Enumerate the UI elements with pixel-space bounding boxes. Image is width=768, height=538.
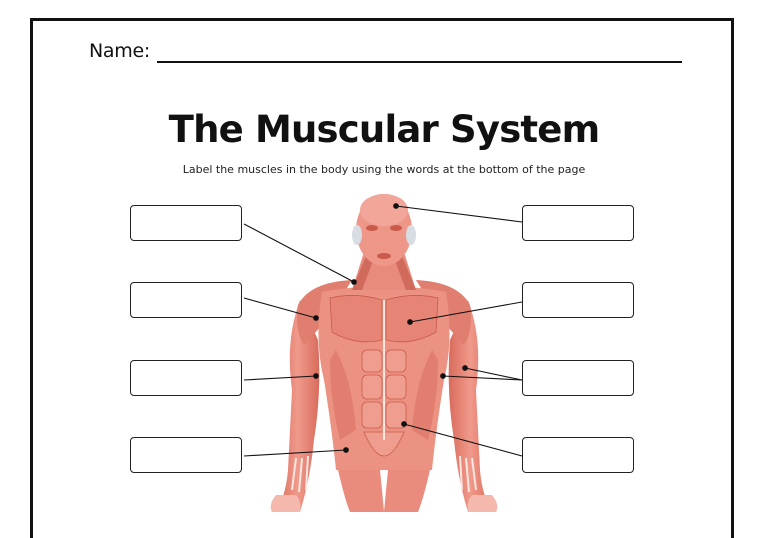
label-box-right-2[interactable]	[522, 282, 634, 318]
name-write-line[interactable]	[157, 61, 682, 63]
label-box-left-2[interactable]	[130, 282, 242, 318]
label-box-left-3[interactable]	[130, 360, 242, 396]
forearm-tendons	[291, 455, 477, 493]
label-box-right-3[interactable]	[522, 360, 634, 396]
human-body-illustration	[270, 194, 498, 512]
name-label: Name:	[89, 40, 150, 62]
label-box-right-1[interactable]	[522, 205, 634, 241]
worksheet-border	[30, 18, 734, 538]
pointer-lines	[243, 203, 523, 457]
label-box-left-1[interactable]	[130, 205, 242, 241]
page-title: The Muscular System	[168, 108, 601, 151]
muscle-diagram	[243, 194, 523, 512]
label-box-left-4[interactable]	[130, 437, 242, 473]
instructions-text: Label the muscles in the body using the …	[182, 163, 586, 176]
label-box-right-4[interactable]	[522, 437, 634, 473]
abdominal-muscles	[361, 349, 407, 457]
